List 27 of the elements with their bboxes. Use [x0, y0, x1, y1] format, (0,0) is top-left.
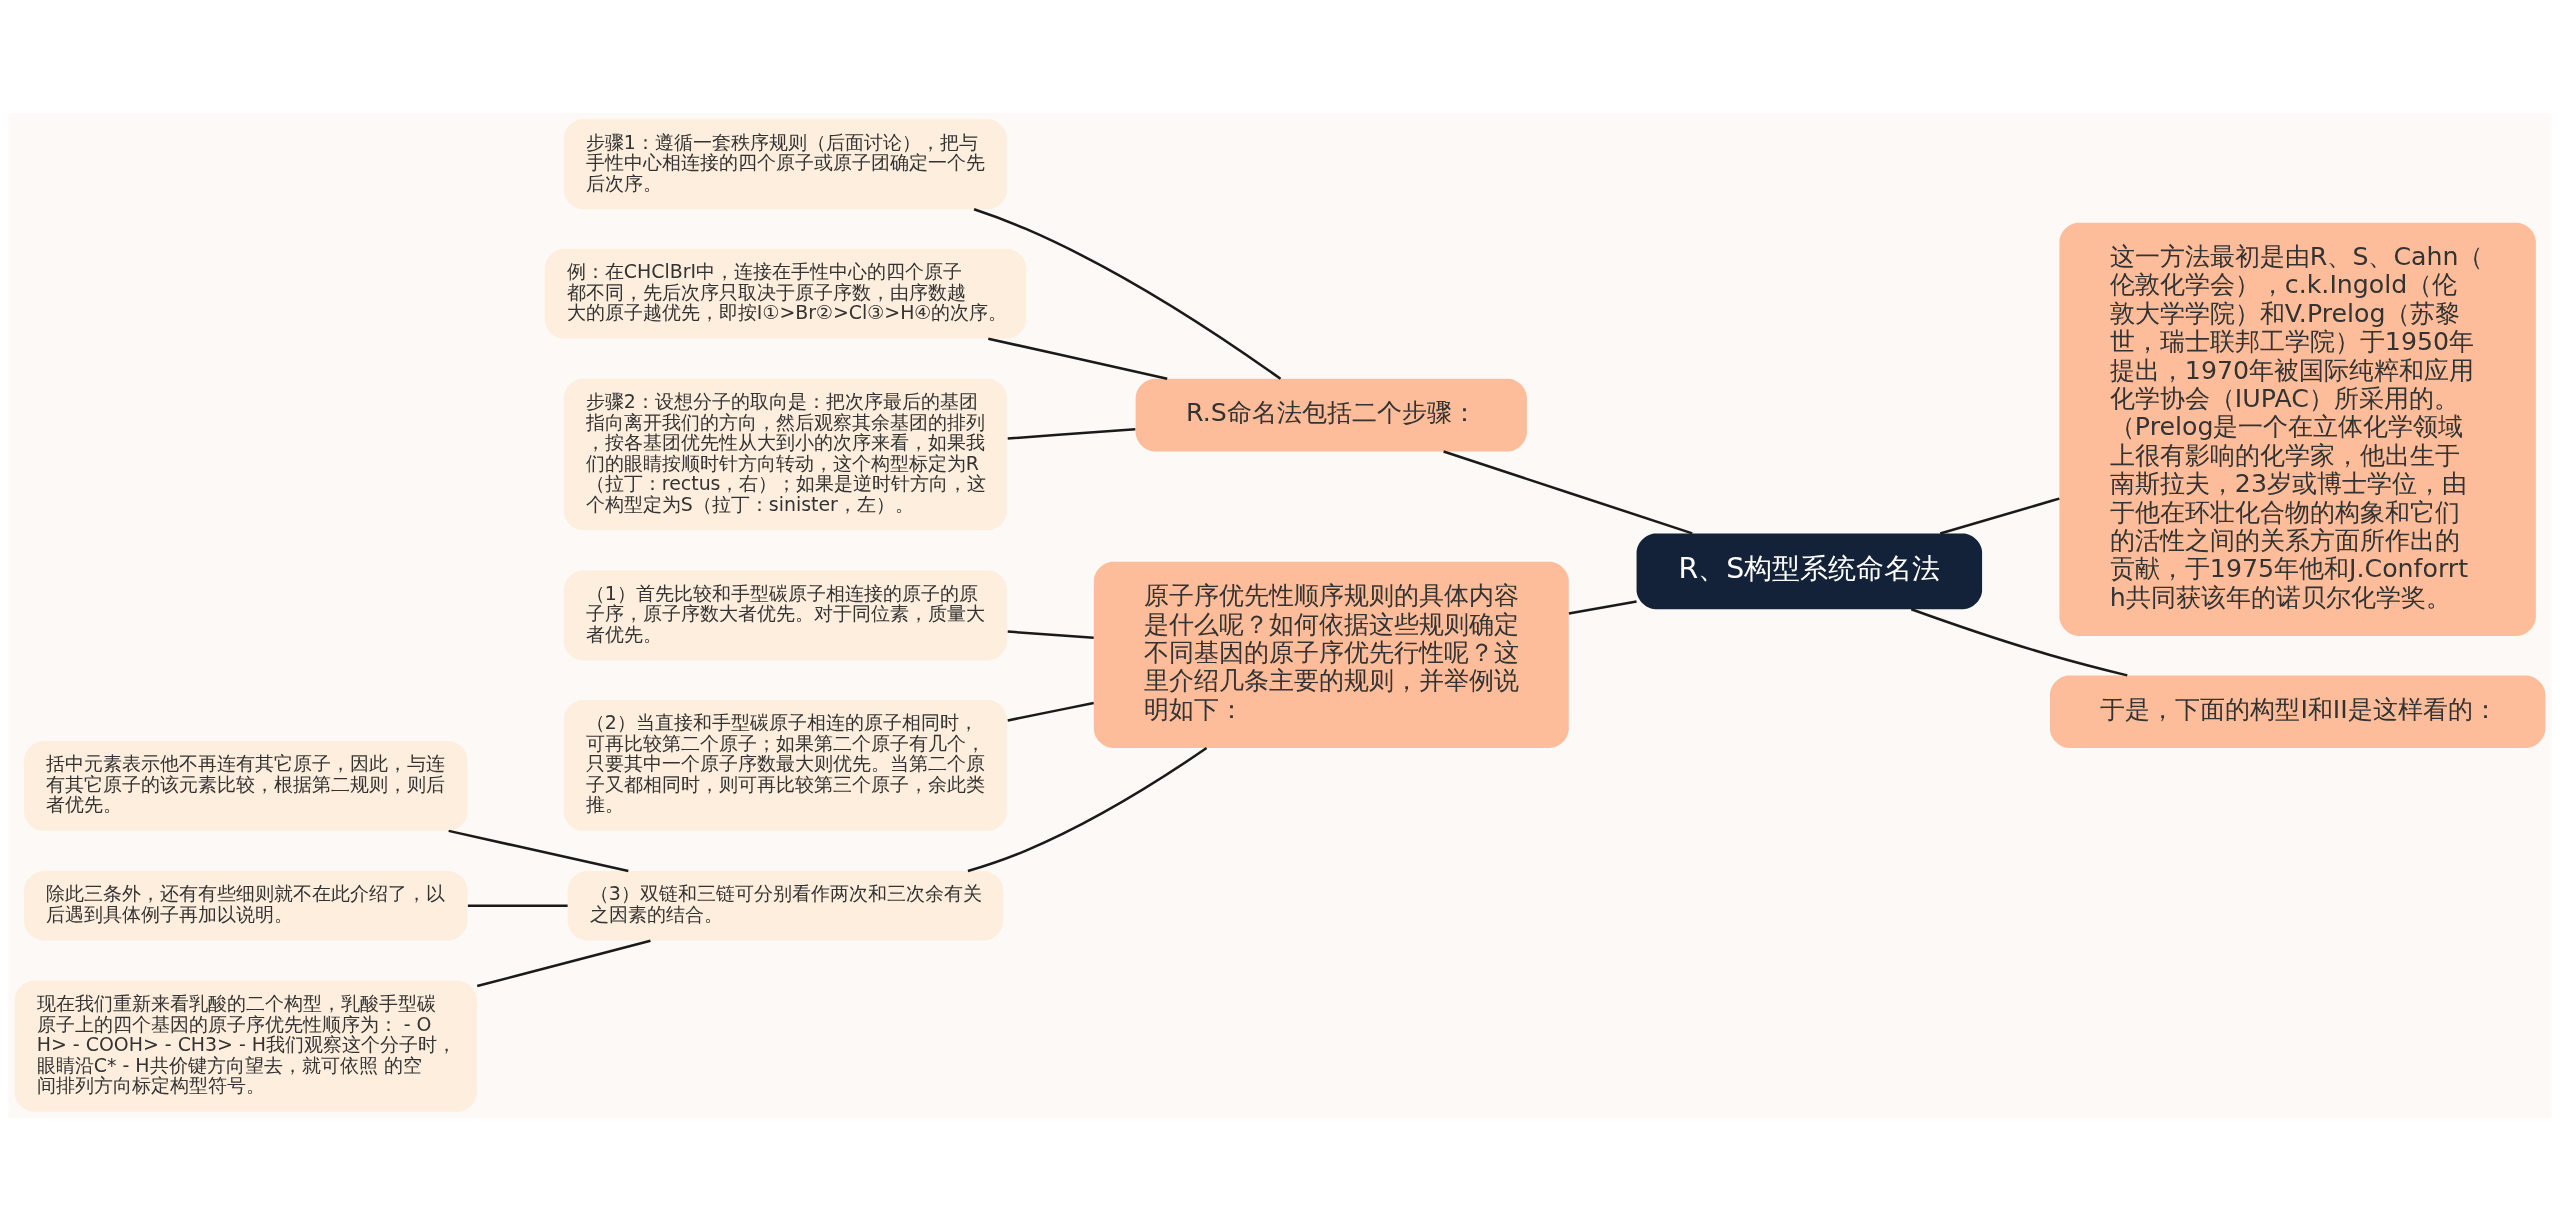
node-box: 除此三条外，还有有些细则就不在此介绍了，以后遇到具体例子再加以说明。	[24, 871, 468, 941]
node-box: 现在我们重新来看乳酸的二个构型，乳酸手型碳原子上的四个基因的原子序优先性顺序为： - OH> - COOH> - CH3> - H我们观察这个分子时，眼睛沿C* - H共价键方向望去，就可依照 的空间排列方向标定构型符号。	[14, 980, 477, 1112]
connector	[1443, 450, 1693, 535]
node-box: R.S命名法包括二个步骤：	[1135, 378, 1527, 452]
connector	[1939, 497, 2060, 535]
node-box: 原子序优先性顺序规则的具体内容是什么呢？如何依据这些规则确定不同基因的原子序优先行性呢？这里介绍几条主要的规则，并举例说明如下：	[1093, 561, 1569, 749]
node-box: 这一方法最初是由R、S、Cahn（伦敦化学会），c.k.Ingold（伦敦大学学院）和V.Prelog（苏黎世，瑞士联邦工学院）于1950年提出，1970年被国际纯粹和应用化学协会（IUPAC）所采用的。（Prelog是一个在立体化学领域上很有影响的化学家，他出生于南斯拉夫，23岁或博士学位，由于他在环壮化合物的构象和它们的活性之间的关系方面所作出的贡献，于1975年他和J.Conforrth共同获该年的诺贝尔化学奖。	[2059, 222, 2536, 636]
node-box: 步骤2：设想分子的取向是：把次序最后的基团指向离开我们的方向，然后观察其余基团的排列，按各基团优先性从大到小的次序来看，如果我们的眼睛按顺时针方向转动，这个构型标定为R（拉丁：rectus，右）；如果是逆时针方向，这个构型定为S（拉丁：sinister，左）。	[563, 378, 1008, 531]
connector	[1007, 701, 1094, 722]
connector	[1568, 600, 1637, 615]
node-box: 例：在CHClBrI中，连接在手性中心的四个原子都不同，先后次序只取决于原子序数，由序数越大的原子越优先，即按I①>Br②>Cl③>H④的次序。	[544, 248, 1026, 339]
connector	[1007, 630, 1094, 640]
connector	[1910, 608, 2128, 677]
connector	[467, 904, 568, 908]
node-box: （1）首先比较和手型碳原子相连接的原子的原子序，原子序数大者优先。对于同位素，质量大者优先。	[563, 570, 1008, 661]
node-box: （2）当直接和手型碳原子相连的原子相同时，可再比较第二个原子；如果第二个原子有几个，只要其中一个原子序数最大则优先。当第二个原子又都相同时，则可再比较第三个原子，余此类推。	[563, 699, 1008, 831]
connector	[476, 939, 651, 988]
node-box: （3）双链和三链可分别看作两次和三次余有关之因素的结合。	[567, 871, 1004, 941]
node-box: R、S构型系统命名法	[1636, 533, 1983, 610]
connector	[1007, 428, 1136, 440]
node-box: 括中元素表示他不再连有其它原子，因此，与连有其它原子的该元素比较，根据第二规则，则后者优先。	[24, 740, 468, 831]
connector	[988, 337, 1168, 380]
connector	[967, 747, 1208, 873]
connector	[973, 208, 1282, 380]
node-box: 步骤1：遵循一套秩序规则（后面讨论），把与手性中心相连接的四个原子或原子团确定一个先后次序。	[563, 119, 1008, 210]
node-box: 于是，下面的构型I和II是这样看的：	[2049, 675, 2546, 749]
connector	[448, 829, 629, 873]
